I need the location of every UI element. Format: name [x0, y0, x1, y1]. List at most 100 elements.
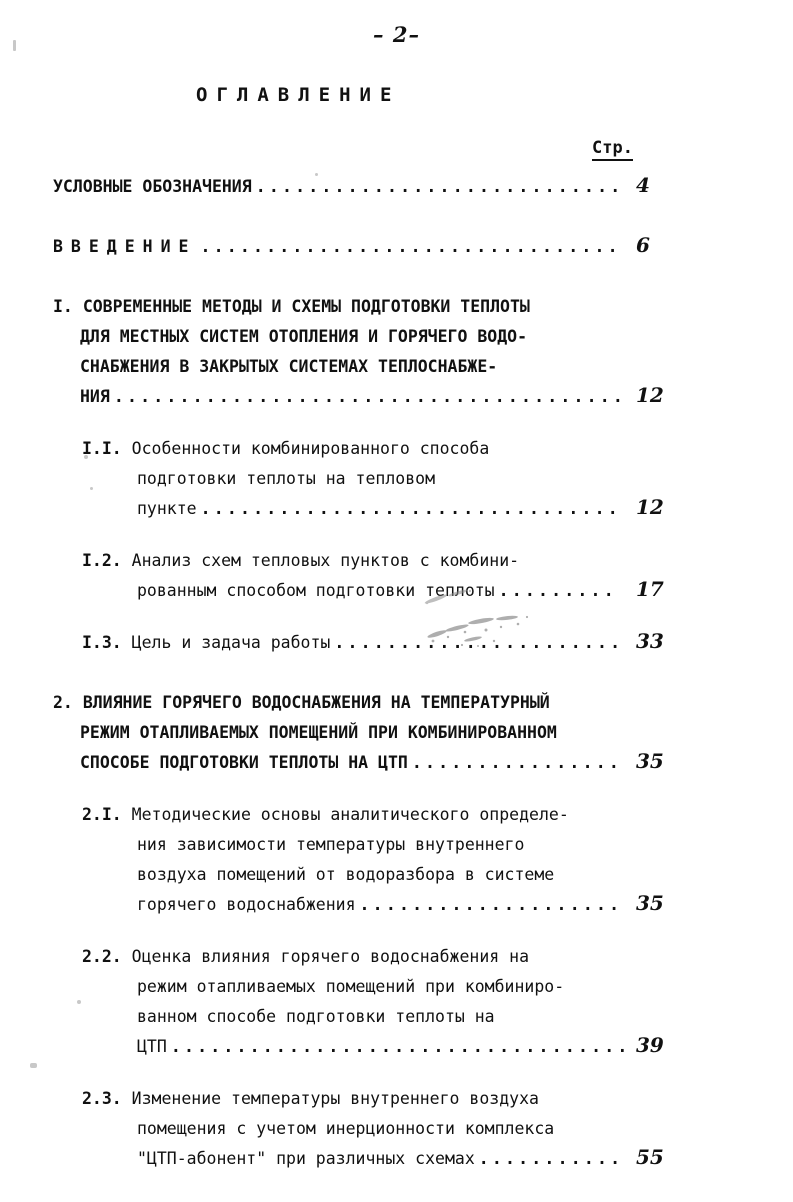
toc-entry-number: 2. — [53, 693, 83, 712]
toc-entry-number: I. — [53, 297, 83, 316]
toc-entry-text: горячего водоснабжения — [137, 895, 356, 914]
toc-line: I.I. Особенности комбинированного способ… — [0, 434, 793, 464]
toc-entry-text: пункте — [137, 499, 197, 518]
page-title: ОГЛАВЛЕНИЕ — [196, 84, 401, 106]
toc-line: РЕЖИМ ОТАПЛИВАЕМЫХ ПОМЕЩЕНИЙ ПРИ КОМБИНИ… — [0, 718, 793, 748]
toc-entry-text: Цель и задача работы — [131, 633, 331, 652]
toc-entry-number: I.3. — [82, 633, 132, 652]
leader-dots: ................................ — [200, 237, 621, 256]
toc-entry-text: Методические основы аналитического опред… — [131, 805, 569, 824]
toc-entry-ch-2[interactable]: 2. ВЛИЯНИЕ ГОРЯЧЕГО ВОДОСНАБЖЕНИЯ НА ТЕМ… — [0, 688, 793, 778]
scan-speck — [13, 40, 16, 51]
toc-entry-text: режим отапливаемых помещений при комбини… — [137, 977, 565, 996]
toc-entry-text: УСЛОВНЫЕ ОБОЗНАЧЕНИЯ — [53, 177, 252, 196]
toc-entry-sec-1-2[interactable]: I.2. Анализ схем тепловых пунктов с комб… — [0, 546, 793, 606]
toc-entry-number: 2.3. — [82, 1089, 132, 1108]
toc-line: СНАБЖЕНИЯ В ЗАКРЫТЫХ СИСТЕМАХ ТЕПЛОСНАБЖ… — [0, 352, 793, 382]
toc-entry-usl-oboz[interactable]: УСЛОВНЫЕ ОБОЗНАЧЕНИЯ....................… — [0, 172, 793, 202]
leader-dots: ................................... — [170, 1037, 631, 1056]
toc-entry-text: ванном способе подготовки теплоты на — [137, 1007, 495, 1026]
toc-entry-text: помещения с учетом инерционности комплек… — [137, 1119, 555, 1138]
leader-dots: ................ — [411, 753, 622, 772]
toc-spacer — [0, 412, 793, 434]
toc-line: НИЯ.....................................… — [0, 382, 793, 412]
toc-entry-text: воздуха помещений от водоразбора в систе… — [137, 865, 555, 884]
toc-page-number: 4 — [636, 173, 650, 197]
toc-line: режим отапливаемых помещений при комбини… — [0, 972, 793, 1002]
toc-line: подготовки теплоты на тепловом — [0, 464, 793, 494]
toc-entry-text: ЦТП — [137, 1037, 167, 1056]
leader-dots: ....................................... — [113, 387, 627, 406]
toc-entry-text: Особенности комбинированного способа — [131, 439, 490, 458]
toc-entry-ch-1[interactable]: I. СОВРЕМЕННЫЕ МЕТОДЫ И СХЕМЫ ПОДГОТОВКИ… — [0, 292, 793, 412]
toc-entry-number: I.I. — [82, 439, 132, 458]
toc-entry-text: ВЛИЯНИЕ ГОРЯЧЕГО ВОДОСНАБЖЕНИЯ НА ТЕМПЕР… — [82, 693, 550, 712]
scan-speck — [84, 455, 88, 459]
table-of-contents: УСЛОВНЫЕ ОБОЗНАЧЕНИЯ....................… — [0, 172, 793, 1174]
scan-speck — [315, 173, 318, 176]
toc-line: I.3. Цель и задача работы...............… — [0, 628, 793, 658]
scan-speck — [30, 1063, 37, 1068]
toc-entry-sec-2-3[interactable]: 2.3. Изменение температуры внутреннего в… — [0, 1084, 793, 1174]
toc-entry-vvedenie[interactable]: ВВЕДЕНИЕ................................… — [0, 232, 793, 262]
toc-spacer — [0, 920, 793, 942]
toc-line: ния зависимости температуры внутреннего — [0, 830, 793, 860]
toc-line: 2.3. Изменение температуры внутреннего в… — [0, 1084, 793, 1114]
toc-entry-text: Изменение температуры внутреннего воздух… — [131, 1089, 539, 1108]
toc-entry-text: ВВЕДЕНИЕ — [53, 237, 197, 256]
scan-speck — [77, 1000, 81, 1004]
toc-entry-text: Анализ схем тепловых пунктов с комбини- — [131, 551, 520, 570]
toc-page-number: 35 — [636, 891, 664, 915]
leader-dots: ......... — [498, 581, 617, 600]
toc-entry-sec-2-1[interactable]: 2.I. Методические основы аналитического … — [0, 800, 793, 920]
leader-dots: .................... — [359, 895, 623, 914]
toc-line: помещения с учетом инерционности комплек… — [0, 1114, 793, 1144]
toc-spacer — [0, 658, 793, 688]
toc-spacer — [0, 524, 793, 546]
toc-page-number: 39 — [636, 1033, 664, 1057]
toc-spacer — [0, 778, 793, 800]
toc-page-number: 12 — [636, 495, 664, 519]
toc-line: I. СОВРЕМЕННЫЕ МЕТОДЫ И СХЕМЫ ПОДГОТОВКИ… — [0, 292, 793, 322]
toc-line: ВВЕДЕНИЕ................................… — [0, 232, 793, 262]
toc-entry-text: СОВРЕМЕННЫЕ МЕТОДЫ И СХЕМЫ ПОДГОТОВКИ ТЕ… — [82, 297, 530, 316]
toc-page-number: 12 — [636, 383, 664, 407]
toc-entry-number: 2.2. — [82, 947, 132, 966]
toc-line: 2.2. Оценка влияния горячего водоснабжен… — [0, 942, 793, 972]
toc-line: рованным способом подготовки теплоты....… — [0, 576, 793, 606]
toc-spacer — [0, 262, 793, 292]
toc-page-number: 6 — [636, 233, 650, 257]
toc-line: горячего водоснабжения..................… — [0, 890, 793, 920]
leader-dots: ................................ — [200, 499, 621, 518]
toc-entry-sec-2-2[interactable]: 2.2. Оценка влияния горячего водоснабжен… — [0, 942, 793, 1062]
toc-entry-text: ния зависимости температуры внутреннего — [137, 835, 525, 854]
toc-entry-sec-1-1[interactable]: I.I. Особенности комбинированного способ… — [0, 434, 793, 524]
toc-line: "ЦТП-абонент" при различных схемах......… — [0, 1144, 793, 1174]
page-column-header: Стр. — [592, 139, 633, 161]
toc-page-number: 17 — [636, 577, 664, 601]
toc-entry-text: рованным способом подготовки теплоты — [137, 581, 495, 600]
toc-entry-text: СПОСОБЕ ПОДГОТОВКИ ТЕПЛОТЫ НА ЦТП — [80, 753, 408, 772]
toc-line: СПОСОБЕ ПОДГОТОВКИ ТЕПЛОТЫ НА ЦТП.......… — [0, 748, 793, 778]
toc-entry-text: РЕЖИМ ОТАПЛИВАЕМЫХ ПОМЕЩЕНИЙ ПРИ КОМБИНИ… — [80, 723, 557, 742]
toc-spacer — [0, 202, 793, 232]
toc-entry-text: "ЦТП-абонент" при различных схемах — [137, 1149, 475, 1168]
toc-line: ЦТП................................... 39 — [0, 1032, 793, 1062]
toc-entry-number: I.2. — [82, 551, 132, 570]
toc-entry-text: подготовки теплоты на тепловом — [137, 469, 436, 488]
toc-page-number: 33 — [636, 629, 664, 653]
toc-line: УСЛОВНЫЕ ОБОЗНАЧЕНИЯ....................… — [0, 172, 793, 202]
leader-dots: ...................... — [334, 633, 624, 652]
toc-entry-text: Оценка влияния горячего водоснабжения на — [131, 947, 530, 966]
leader-dots: ........... — [478, 1149, 624, 1168]
toc-entry-text: СНАБЖЕНИЯ В ЗАКРЫТЫХ СИСТЕМАХ ТЕПЛОСНАБЖ… — [80, 357, 498, 376]
folio-page-number: – 2– — [373, 22, 420, 47]
toc-line: ДЛЯ МЕСТНЫХ СИСТЕМ ОТОПЛЕНИЯ И ГОРЯЧЕГО … — [0, 322, 793, 352]
toc-entry-sec-1-3[interactable]: I.3. Цель и задача работы...............… — [0, 628, 793, 658]
toc-line: ванном способе подготовки теплоты на — [0, 1002, 793, 1032]
leader-dots: ............................ — [255, 177, 624, 196]
toc-spacer — [0, 1062, 793, 1084]
toc-line: пункте................................ 12 — [0, 494, 793, 524]
toc-spacer — [0, 606, 793, 628]
